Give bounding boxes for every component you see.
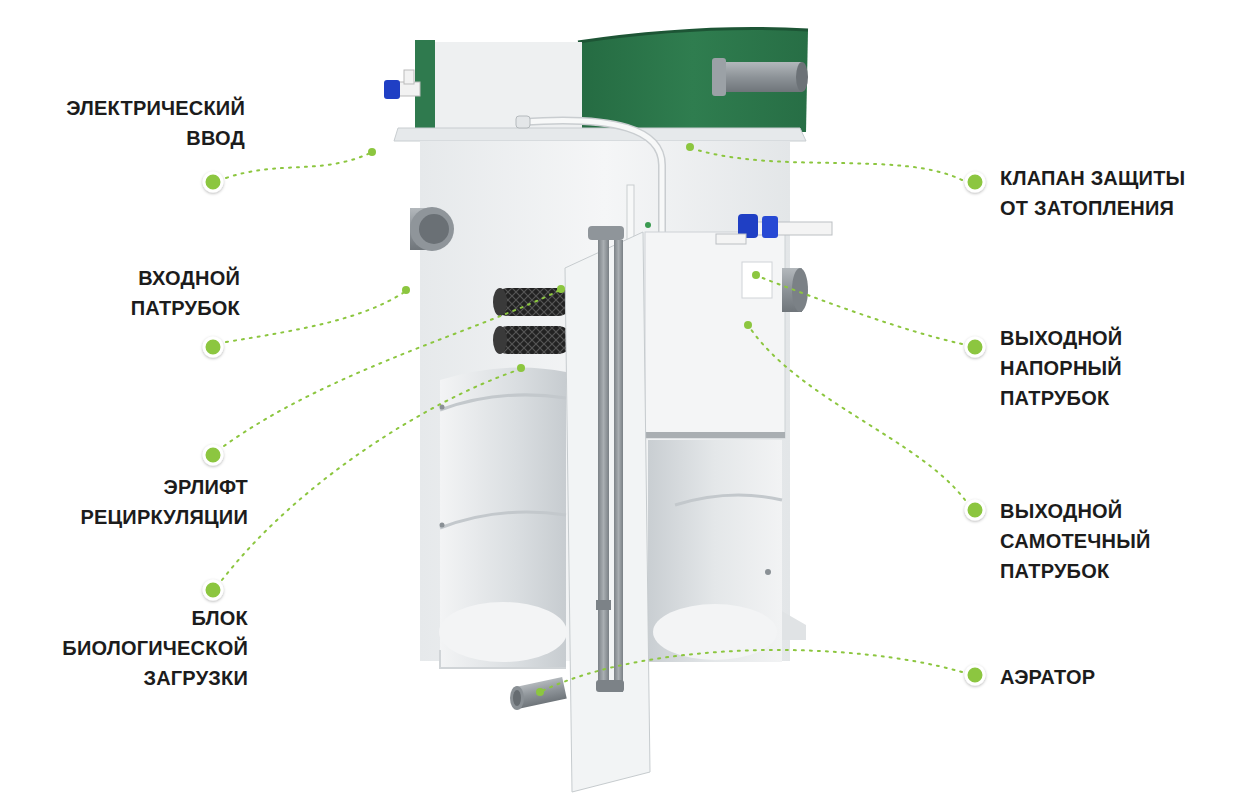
callout-label: ВЫХОДНОЙ НАПОРНЫЙ ПАТРУБОК [1000,323,1123,413]
callout-dots [204,173,984,684]
callout-label: БЛОК БИОЛОГИЧЕСКОЙ ЗАГРУЗКИ [62,603,248,693]
callout-label: ВХОДНОЙ ПАТРУБОК [130,263,240,323]
callout-label: АЭРАТОР [1000,662,1096,692]
target-dots [368,143,760,696]
callout-label: ВЫХОДНОЙ САМОТЕЧНЫЙ ПАТРУБОК [1000,496,1151,586]
callout-label: КЛАПАН ЗАЩИТЫ ОТ ЗАТОПЛЕНИЯ [1000,163,1186,223]
callout-label: ЭЛЕКТРИЧЕСКИЙ ВВОД [66,93,245,153]
callout-label: ЭРЛИФТ РЕЦИРКУЛЯЦИИ [80,472,248,532]
leader-lines [222,149,965,691]
